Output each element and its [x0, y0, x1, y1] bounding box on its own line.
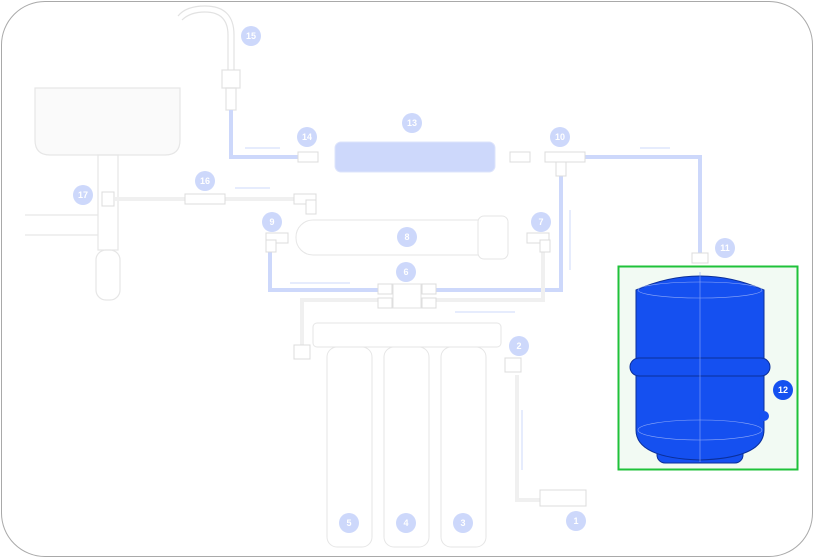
component-badge-2[interactable]: 2: [509, 336, 529, 356]
component-badge-5[interactable]: 5: [339, 513, 359, 533]
component-badge-12[interactable]: 12: [773, 380, 793, 400]
component-badge-17[interactable]: 17: [73, 185, 93, 205]
post-carbon-filter: [334, 141, 496, 173]
clean-water-pipes: [229, 110, 702, 292]
component-badge-13[interactable]: 13: [402, 113, 422, 133]
component-badge-16[interactable]: 16: [195, 171, 215, 191]
ro-membrane-housing: [295, 215, 509, 260]
component-badge-4[interactable]: 4: [396, 513, 416, 533]
fittings: [101, 151, 709, 507]
component-badge-15[interactable]: 15: [241, 26, 261, 46]
flow-arrows: [235, 147, 670, 470]
component-badge-9[interactable]: 9: [262, 212, 282, 232]
flow-restrictor: [392, 283, 422, 309]
component-badge-8[interactable]: 8: [397, 227, 417, 247]
component-badge-1[interactable]: 1: [566, 511, 586, 531]
component-badge-6[interactable]: 6: [396, 262, 416, 282]
prefilter-housings: [312, 322, 502, 548]
component-badge-14[interactable]: 14: [297, 127, 317, 147]
sink: [25, 87, 181, 301]
component-badge-10[interactable]: 10: [550, 127, 570, 147]
component-badge-11[interactable]: 11: [715, 238, 735, 258]
component-badge-7[interactable]: 7: [531, 212, 551, 232]
component-badge-3[interactable]: 3: [453, 513, 473, 533]
faucet: [177, 5, 241, 111]
storage-tank[interactable]: [629, 272, 771, 464]
